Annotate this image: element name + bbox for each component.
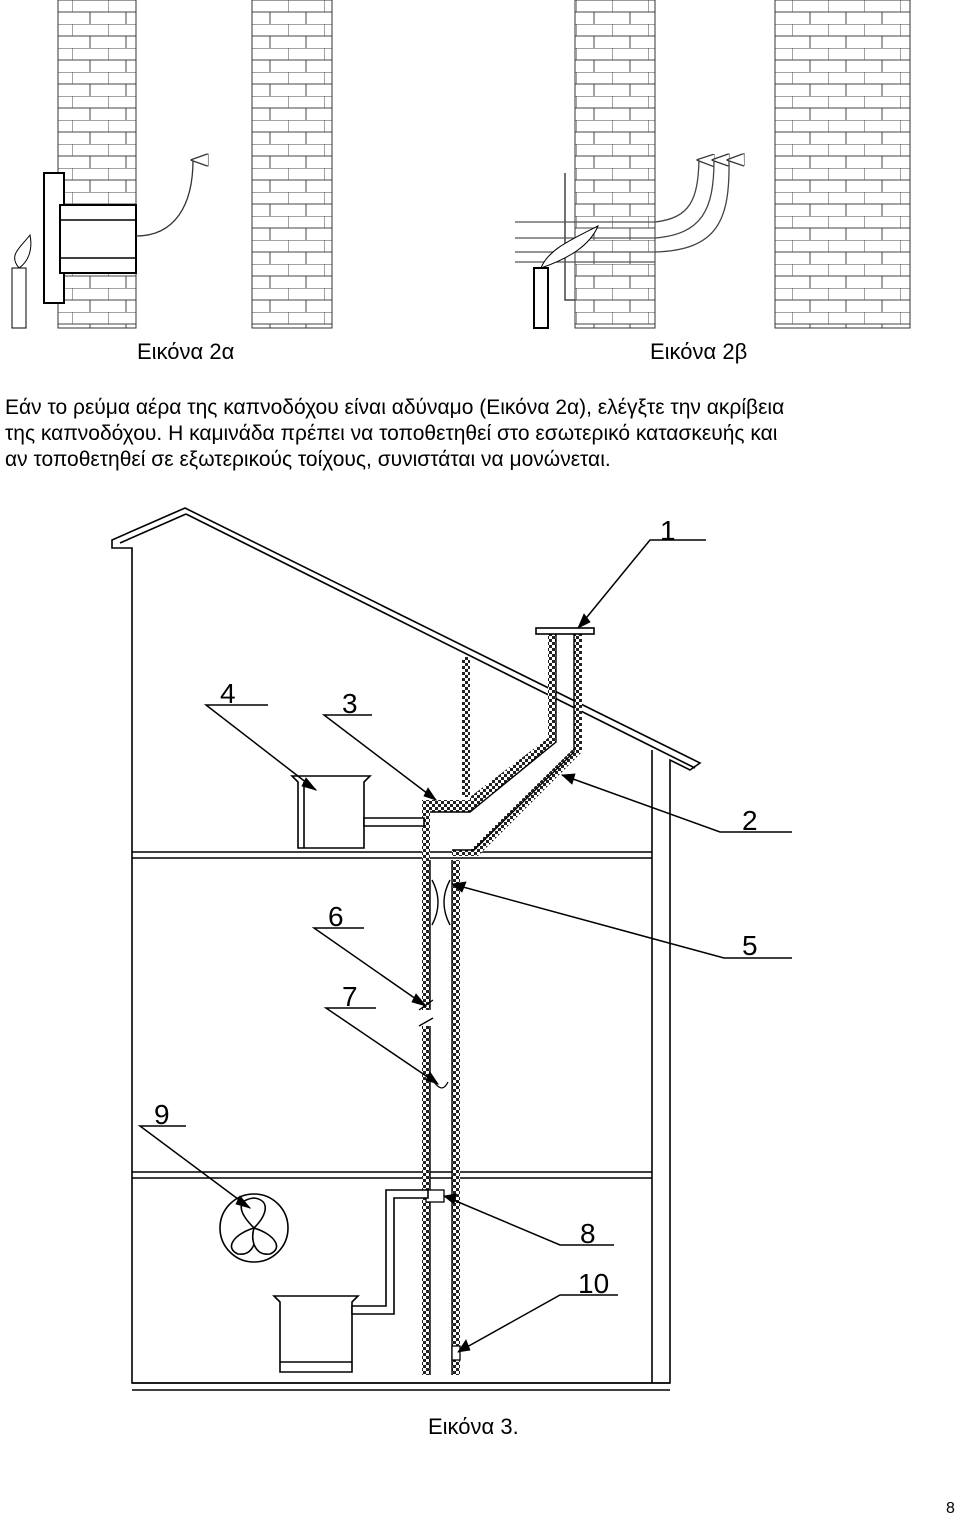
connector-pipe-upper [363,817,425,827]
callout-7: 7 [342,981,358,1012]
airflow-arrow-2a [135,160,193,237]
connector-pipe-lower [351,1189,429,1315]
airflow-arrow-2b-3 [654,160,729,253]
house-outline [111,507,702,1384]
callout-5: 5 [742,930,758,961]
callout-2: 2 [742,805,758,836]
callout-9: 9 [154,1099,170,1130]
chimney-flue [418,627,595,1375]
left-wall-2b [574,0,656,329]
callout-leaders [137,539,792,1353]
right-wall-2a [251,0,333,329]
paragraph-line-2: της καπνοδόχου. Η καμινάδα πρέπει να τοπ… [5,422,778,445]
airflow-arrow-2b-2 [654,160,714,239]
callout-10: 10 [578,1268,609,1299]
caption-figure-2a: Εικόνα 2α [137,339,235,364]
body-paragraph: Εάν το ρεύμα αέρα της καπνοδόχου είναι α… [5,395,960,473]
caption-figure-2b: Εικόνα 2β [650,339,748,364]
flame-icon [14,233,32,269]
appliance-lower-boiler [272,1295,360,1373]
caption-figure-3: Εικόνα 3. [428,1414,519,1439]
callout-1: 1 [660,515,676,546]
figure-2a [11,0,333,329]
callout-3: 3 [342,688,358,719]
paragraph-line-1: Εάν το ρεύμα αέρα της καπνοδόχου είναι α… [5,396,785,419]
flame-icon [540,224,599,269]
chimney-cap [535,627,595,635]
appliance-upper-heater [290,775,372,849]
callout-4: 4 [220,678,236,709]
paragraph-line-3: αν τοποθετηθεί σε εξωτερικούς τοίχους, σ… [5,448,611,471]
airflow-arrow-2b-1 [654,160,699,223]
page-number: 8 [946,1500,955,1517]
figure-2-drawing [11,0,911,329]
right-wall-2b [774,0,911,329]
callout-6: 6 [328,901,344,932]
figure-2b [515,0,911,329]
callout-8: 8 [580,1218,596,1249]
